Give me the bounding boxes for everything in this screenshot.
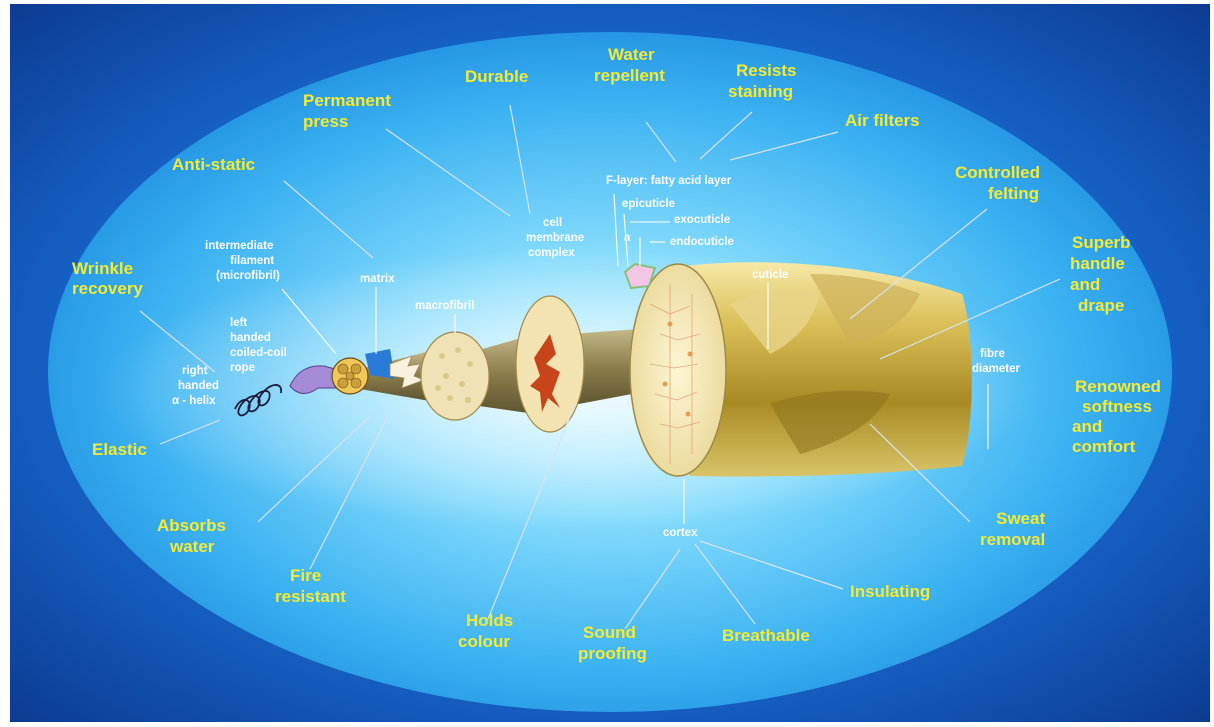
- wool-fibre-diagram: Wrinkle recovery Anti-static Permanent p…: [10, 4, 1210, 722]
- label-endocuticle: endocuticle: [670, 236, 734, 248]
- cell-disc: [516, 296, 584, 432]
- macrofibril-disc: [421, 332, 489, 420]
- label-f-layer: F-layer: fatty acid layer: [606, 175, 732, 187]
- label-elastic: Elastic: [92, 440, 147, 459]
- label-air-filters: Air filters: [845, 111, 920, 130]
- label-a: a: [624, 232, 631, 244]
- label-exocuticle: exocuticle: [674, 214, 730, 226]
- cortex-cross-section: [630, 264, 726, 476]
- label-epicuticle: epicuticle: [622, 198, 675, 210]
- cuticle-layers: [625, 264, 655, 288]
- label-insulating: Insulating: [850, 582, 930, 601]
- label-macrofibril: macrofibril: [415, 300, 474, 312]
- label-breathable: Breathable: [722, 626, 810, 645]
- label-wrinkle-recovery: Wrinkle recovery: [72, 259, 143, 298]
- label-cortex: cortex: [663, 527, 698, 539]
- label-matrix: matrix: [360, 273, 395, 285]
- label-cuticle: cuticle: [752, 269, 788, 281]
- label-durable: Durable: [465, 67, 528, 86]
- label-anti-static: Anti-static: [172, 155, 255, 174]
